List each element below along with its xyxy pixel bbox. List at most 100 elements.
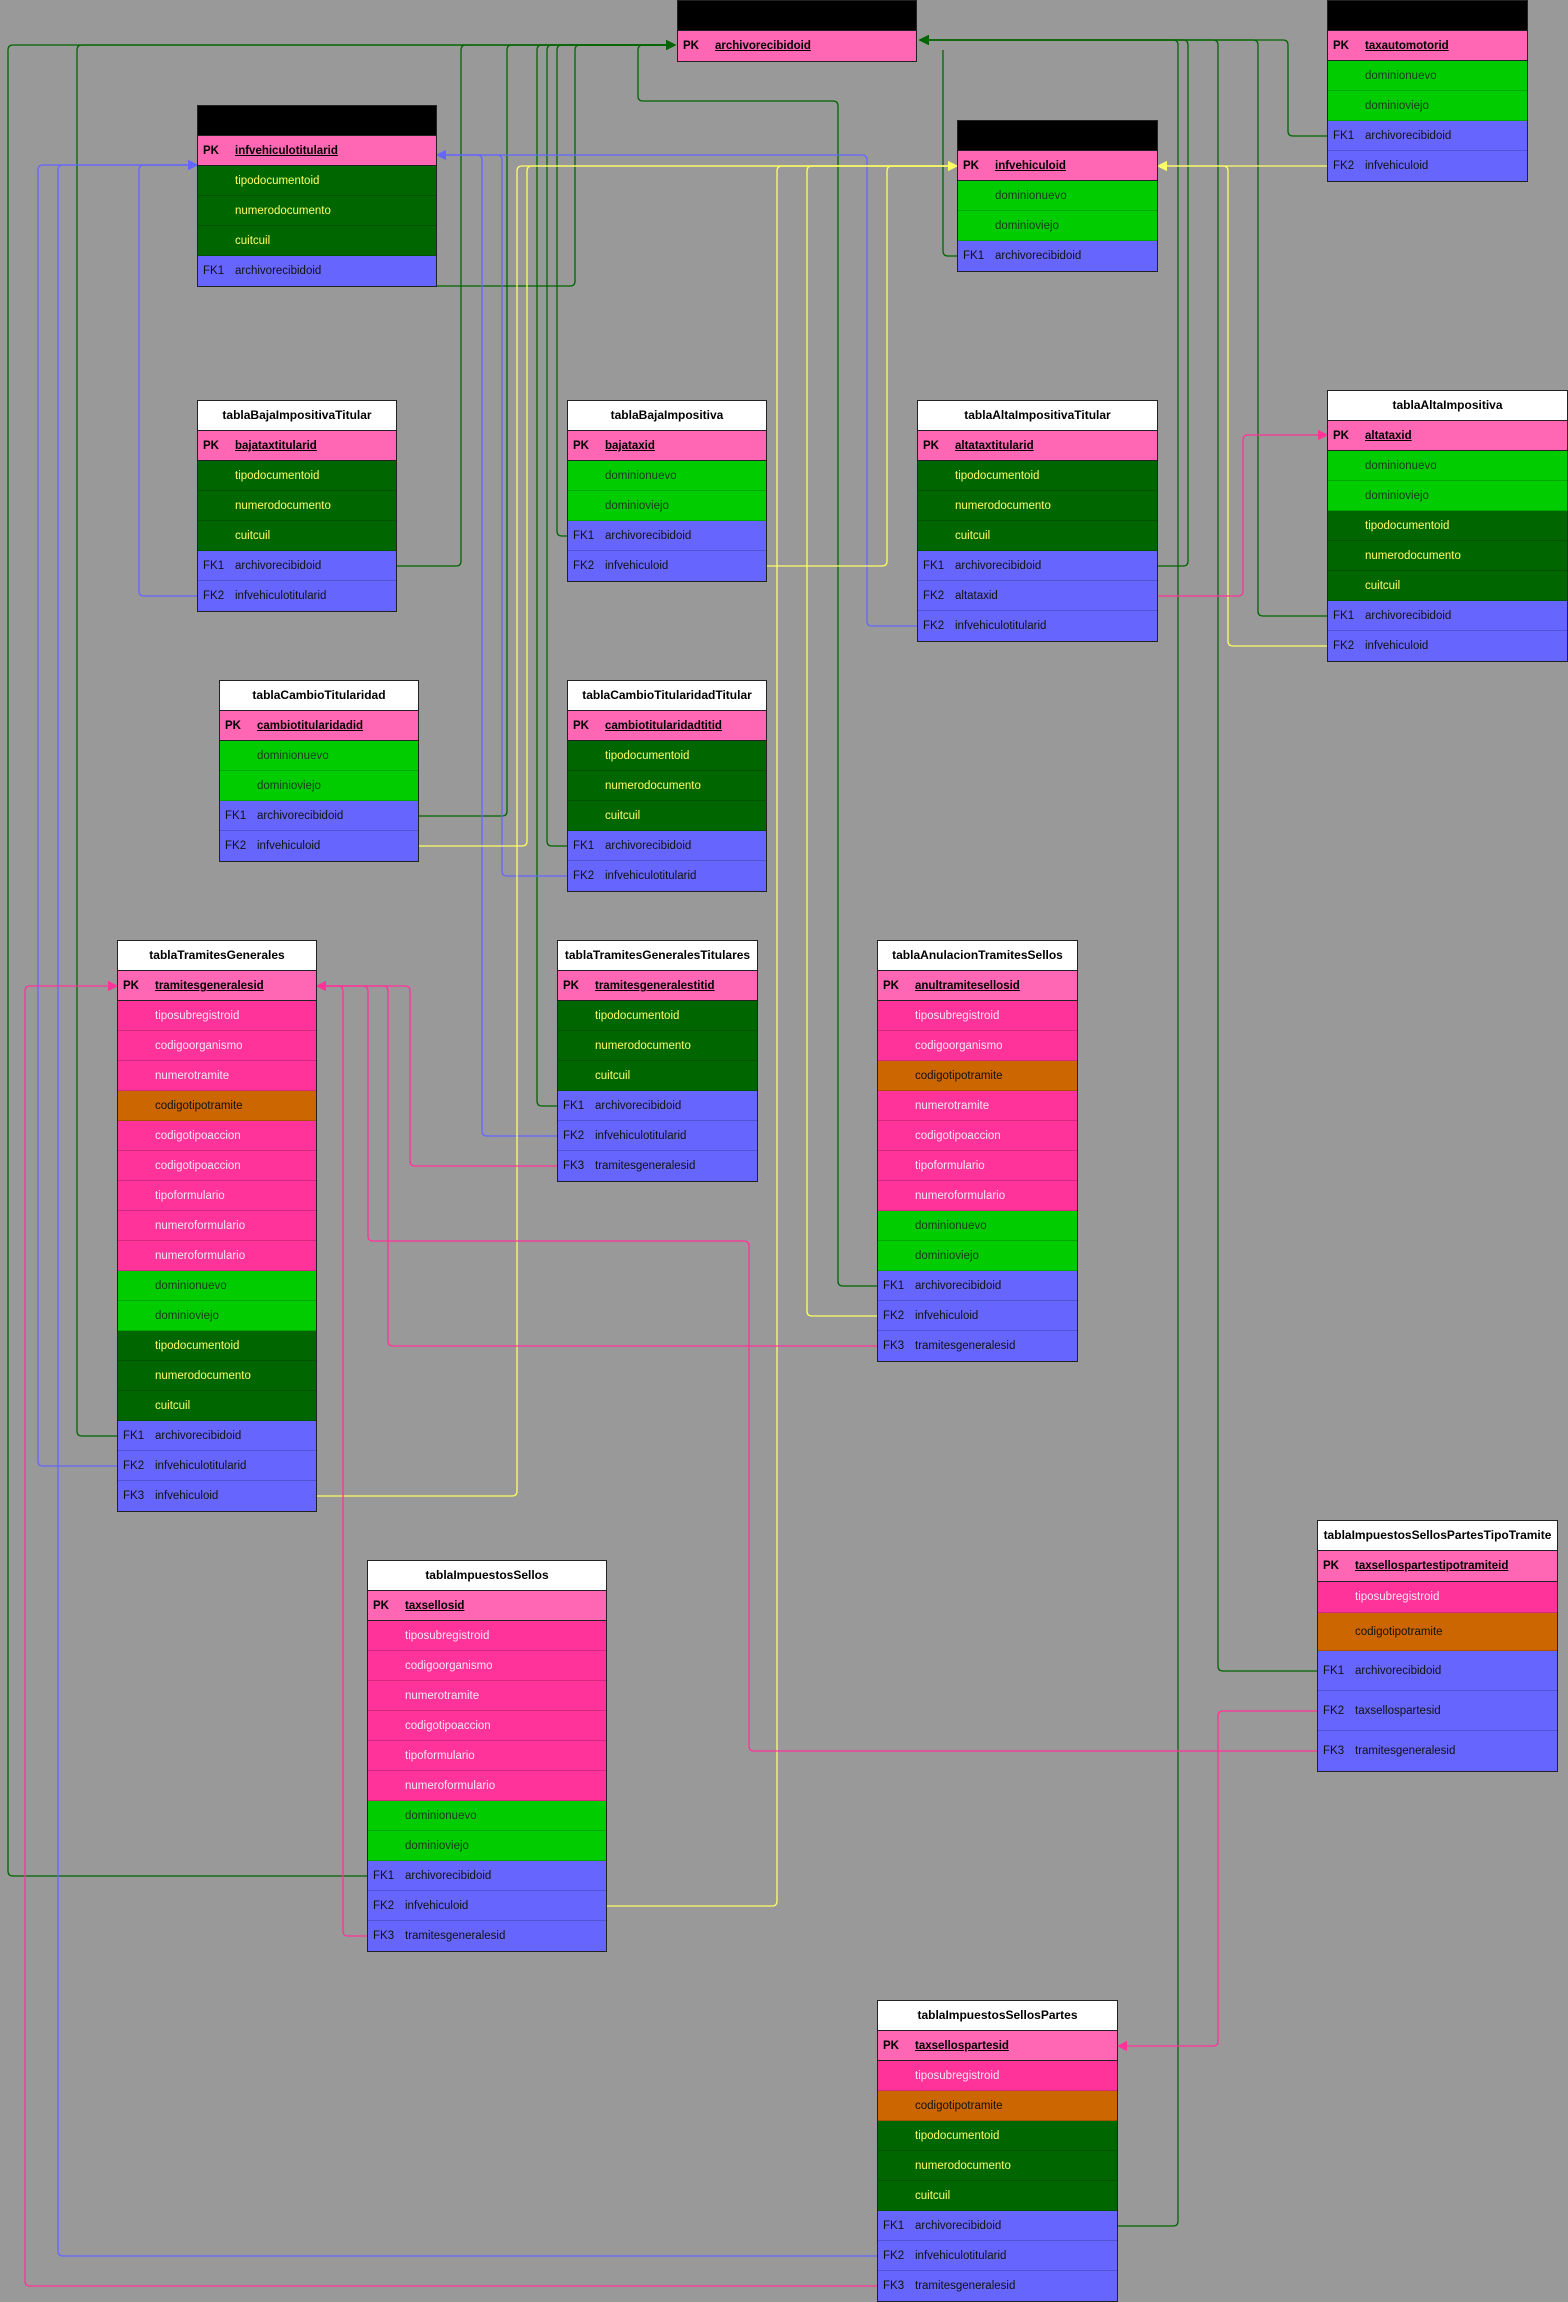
field-row: dominioviejo [368,1831,606,1861]
field-row: dominioviejo [1328,481,1567,511]
key-label: FK1 [1333,610,1355,622]
field-row: numerodocumento [1328,541,1567,571]
field-row: dominionuevo [878,1211,1077,1241]
foreign-key-row: FK1 archivorecibidoid [1328,601,1567,631]
field-name: numerodocumento [155,1370,251,1382]
field-name: dominionuevo [1365,70,1437,82]
field-name: tramitesgeneralesid [915,2280,1016,2292]
field-name: infvehiculoid [605,560,669,572]
field-row: tipoformulario [368,1741,606,1771]
field-name: tipodocumentoid [1365,520,1450,532]
field-row: cuitcuil [878,2181,1117,2211]
field-name: numerotramite [405,1690,480,1702]
field-name: tiposubregistroid [915,2070,1000,2082]
key-label: FK3 [883,1340,905,1352]
entity-title [198,106,436,136]
foreign-key-row: FK3 tramitesgeneralesid [878,1331,1077,1361]
entity-title: tablaAnulacionTramitesSellos [878,941,1077,971]
key-label: FK3 [123,1490,145,1502]
field-name: archivorecibidoid [915,2220,1002,2232]
field-name: infvehiculotitularid [915,2250,1007,2262]
field-name: dominionuevo [915,1220,987,1232]
field-name: tramitesgeneralestitid [595,980,715,992]
edge-bajatitular-infvehtitular [138,159,199,597]
field-row: dominionuevo [368,1801,606,1831]
key-label: FK1 [923,560,945,572]
field-row: dominioviejo [118,1301,316,1331]
field-row: codigoorganismo [118,1031,316,1061]
field-row: codigotipotramite [1318,1613,1557,1651]
field-name: altataxtitularid [955,440,1034,452]
field-row: numerotramite [368,1681,606,1711]
key-label: FK3 [1323,1745,1345,1757]
field-name: archivorecibidoid [955,560,1042,572]
field-name: numerodocumento [605,780,701,792]
field-name: tipoformulario [915,1160,985,1172]
field-name: numerotramite [915,1100,990,1112]
foreign-key-row: FK1 archivorecibidoid [918,551,1157,581]
key-label: PK [123,980,139,992]
field-name: dominionuevo [605,470,677,482]
key-label: PK [883,2040,899,2052]
field-name: codigotipotramite [1355,1626,1443,1638]
field-name: dominionuevo [1365,460,1437,472]
key-label: FK2 [203,590,225,602]
entity-title [678,1,916,31]
edge-impuestossellos-tramites [317,985,367,1937]
key-label: FK1 [203,560,225,572]
field-name: tramitesgeneralesid [915,1340,1016,1352]
entity-title: tablaTramitesGeneralesTitulares [558,941,757,971]
field-name: tipodocumentoid [235,470,320,482]
entity-title: tablaImpuestosSellosPartes [878,2001,1117,2031]
field-row: numeroformulario [118,1241,316,1271]
field-name: infvehiculoid [155,1490,219,1502]
field-name: tipodocumentoid [605,750,690,762]
edge-sellospartestipotramite-sellospartes [1116,1710,1317,2052]
field-name: tipodocumentoid [595,1010,680,1022]
key-label: FK3 [373,1930,395,1942]
field-name: infvehiculoid [915,1310,979,1322]
key-label: FK1 [225,810,247,822]
field-name: taxsellospartestipotramiteid [1355,1560,1509,1572]
field-row: tipodocumentoid [198,166,436,196]
entity-title [1328,1,1527,31]
key-label: FK3 [883,2280,905,2292]
field-row: cuitcuil [198,226,436,256]
field-name: cuitcuil [1365,580,1401,592]
field-name: archivorecibidoid [1365,610,1452,622]
field-row: numerodocumento [918,491,1157,521]
key-label: FK2 [573,870,595,882]
key-label: FK2 [563,1130,585,1142]
field-name: infvehiculoid [1365,160,1429,172]
field-row: numerodocumento [198,196,436,226]
field-name: bajataxid [605,440,655,452]
field-name: archivorecibidoid [1355,1665,1442,1677]
